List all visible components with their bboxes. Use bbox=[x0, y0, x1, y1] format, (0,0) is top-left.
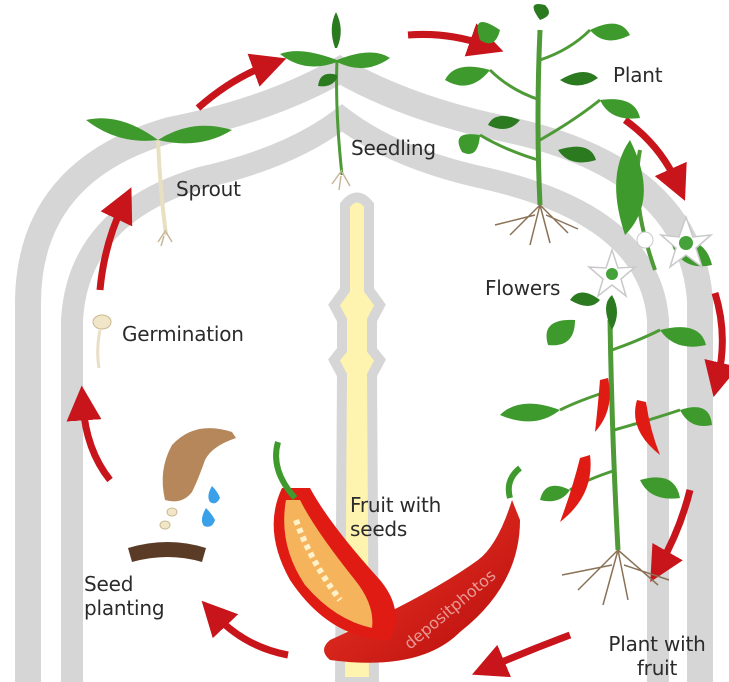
stage-label-flowers: Flowers bbox=[485, 276, 560, 300]
leaf-icon bbox=[459, 134, 480, 154]
stage-label-plant-with-fruit: Plant with fruit bbox=[598, 632, 716, 680]
leaf-icon bbox=[500, 404, 560, 422]
leaf-icon bbox=[280, 51, 337, 66]
leaf-icon bbox=[547, 320, 575, 345]
seed-icon bbox=[167, 508, 177, 516]
germination-illustration bbox=[93, 315, 111, 368]
seed-planting-illustration bbox=[128, 428, 236, 562]
stage-label-seed-planting: Seed planting bbox=[84, 572, 179, 620]
seed-icon bbox=[93, 315, 111, 329]
leaf-icon bbox=[540, 486, 570, 501]
soil-icon bbox=[128, 542, 206, 562]
stage-label-germination: Germination bbox=[122, 322, 244, 346]
stage-label-plant: Plant bbox=[613, 63, 662, 87]
leaf-icon bbox=[590, 24, 630, 41]
plant-with-fruit-illustration bbox=[500, 295, 712, 605]
water-drop-icon bbox=[202, 508, 215, 527]
flower-bud-icon bbox=[637, 232, 653, 248]
cycle-arrow-icon bbox=[408, 34, 485, 45]
leaf-icon bbox=[332, 12, 341, 48]
seed-icon bbox=[160, 521, 170, 529]
hand-icon bbox=[163, 428, 236, 501]
fruit-with-seeds-illustration bbox=[274, 442, 520, 663]
cycle-arrow-icon bbox=[83, 405, 110, 480]
leaf-icon bbox=[600, 99, 640, 119]
cycle-arrow-icon bbox=[490, 635, 570, 667]
leaf-icon bbox=[560, 72, 598, 86]
chili-pepper-icon bbox=[595, 378, 610, 432]
leaf-icon bbox=[640, 477, 680, 498]
leaf-icon bbox=[534, 4, 549, 20]
leaf-icon bbox=[570, 293, 600, 307]
cycle-arrow-icon bbox=[215, 615, 288, 655]
water-drop-icon bbox=[208, 486, 220, 503]
leaf-icon bbox=[478, 22, 501, 43]
cycle-arrow-icon bbox=[715, 293, 722, 378]
leaf-icon bbox=[445, 67, 490, 86]
stage-label-sprout: Sprout bbox=[176, 177, 241, 201]
stage-label-fruit-with-seeds: Fruit with seeds bbox=[350, 493, 465, 541]
stage-label-seedling: Seedling bbox=[351, 136, 436, 160]
